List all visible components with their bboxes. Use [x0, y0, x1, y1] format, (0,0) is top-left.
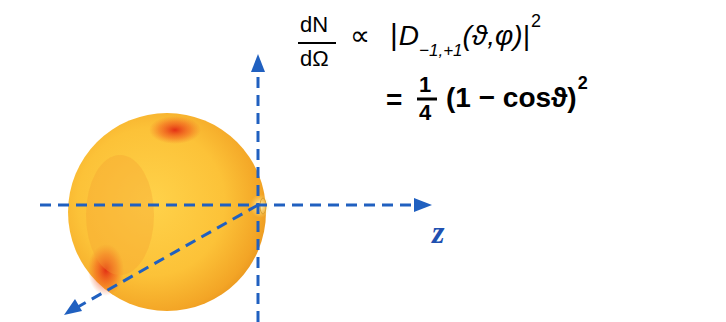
axis-label: z — [432, 216, 444, 248]
axis-line — [257, 66, 260, 322]
sphere — [68, 113, 266, 311]
arrowhead — [64, 299, 82, 315]
fraction-bar — [298, 42, 336, 44]
axis-line — [76, 205, 258, 308]
fraction-numerator: dN — [300, 14, 328, 36]
superscript: 2 — [578, 74, 588, 92]
axis-line — [40, 204, 418, 207]
superscript: 2 — [531, 12, 541, 30]
shade — [86, 155, 154, 275]
subscript: −1,+1 — [419, 42, 463, 59]
fraction-numerator: 1 — [419, 74, 431, 96]
function-argument: (ϑ,φ)| — [463, 22, 530, 50]
arrowhead — [414, 198, 432, 212]
arrowhead — [251, 54, 265, 72]
function-symbol: D — [399, 22, 419, 50]
operator: ∝ — [350, 22, 370, 50]
fraction-denominator: dΩ — [300, 48, 329, 70]
fraction-bar — [417, 98, 437, 101]
fraction-denominator: 4 — [419, 102, 431, 124]
hot-spot — [149, 116, 201, 144]
formula-term: (1 − cosϑ) — [446, 84, 577, 112]
bracket: | — [390, 20, 398, 50]
operator: = — [386, 86, 402, 114]
